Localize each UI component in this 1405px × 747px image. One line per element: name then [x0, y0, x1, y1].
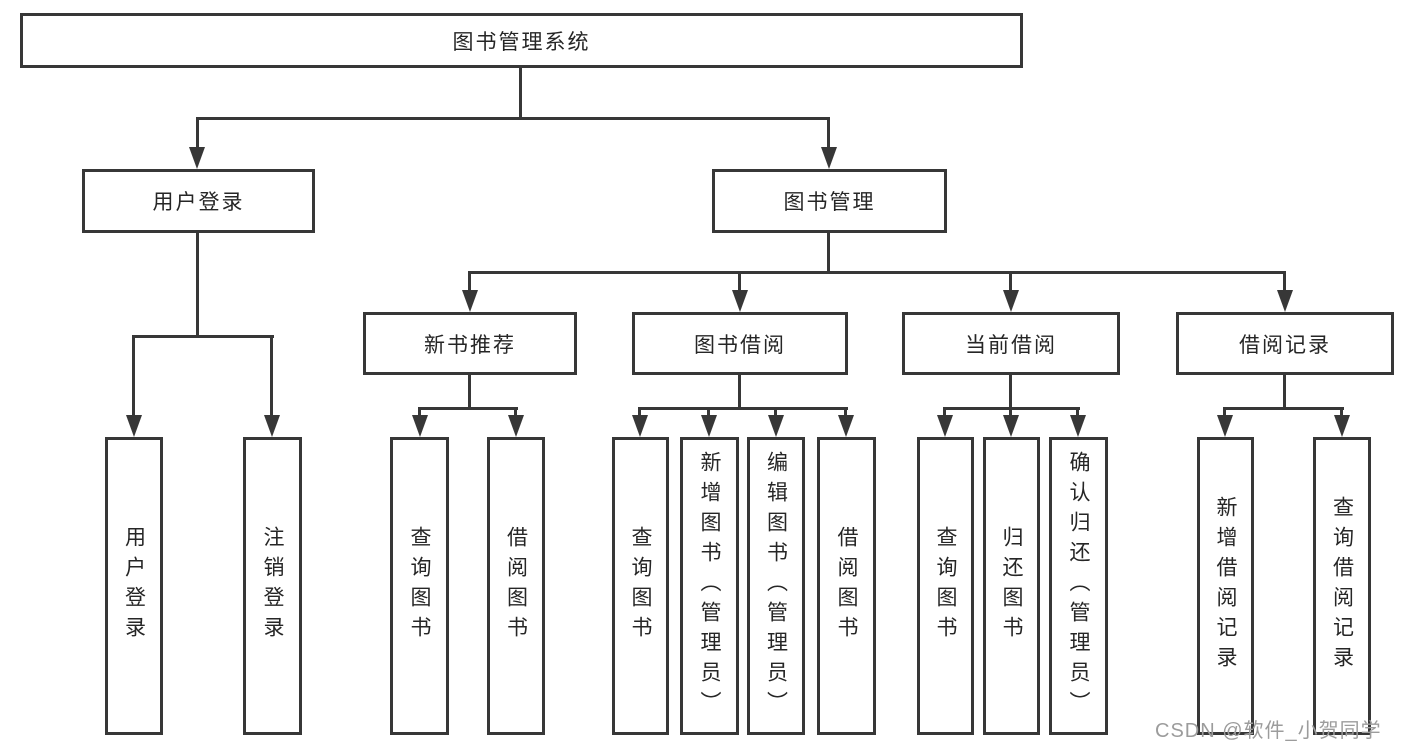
connector-line — [943, 407, 946, 415]
leaf-add-book-admin: 新增图书（管理员） — [680, 437, 739, 735]
leaf-query-book-recommend-label: 查询图书 — [408, 526, 431, 646]
leaf-query-borrow-record: 查询借阅记录 — [1313, 437, 1371, 735]
connector-line — [774, 407, 777, 415]
arrow-down-icon — [1003, 290, 1019, 312]
connector-line — [514, 407, 517, 415]
leaf-edit-book-admin: 编辑图书（管理员） — [747, 437, 805, 735]
leaf-query-book-current: 查询图书 — [917, 437, 974, 735]
node-current-borrow: 当前借阅 — [902, 312, 1120, 375]
leaf-add-borrow-record: 新增借阅记录 — [1197, 437, 1254, 735]
arrow-down-icon — [1070, 415, 1086, 437]
connector-line — [1009, 375, 1012, 409]
connector-line — [196, 117, 830, 120]
leaf-confirm-return-admin: 确认归还（管理员） — [1049, 437, 1108, 735]
leaf-return-book-label: 归还图书 — [1000, 526, 1023, 646]
node-book-management-label: 图书管理 — [783, 191, 876, 214]
arrow-down-icon — [412, 415, 428, 437]
connector-line — [468, 271, 471, 290]
node-book-borrow: 图书借阅 — [632, 312, 848, 375]
connector-line — [1283, 271, 1286, 290]
leaf-edit-book-admin-label: 编辑图书（管理员） — [764, 451, 788, 721]
connector-line — [270, 335, 273, 415]
arrow-down-icon — [838, 415, 854, 437]
arrow-down-icon — [821, 147, 837, 169]
connector-line — [1223, 407, 1344, 410]
node-user-login-label: 用户登录 — [152, 191, 245, 214]
arrow-down-icon — [508, 415, 524, 437]
connector-line — [132, 335, 274, 338]
node-book-management: 图书管理 — [712, 169, 947, 233]
leaf-return-book: 归还图书 — [983, 437, 1040, 735]
connector-line — [638, 407, 848, 410]
arrow-down-icon — [189, 147, 205, 169]
leaf-query-book-current-label: 查询图书 — [934, 526, 957, 646]
leaf-query-book-borrow: 查询图书 — [612, 437, 669, 735]
leaf-confirm-return-admin-label: 确认归还（管理员） — [1067, 451, 1090, 721]
leaf-add-book-admin-label: 新增图书（管理员） — [698, 451, 721, 721]
connector-line — [1009, 271, 1012, 290]
node-root: 图书管理系统 — [20, 13, 1023, 68]
connector-line — [132, 335, 135, 415]
connector-line — [1009, 407, 1012, 415]
connector-line — [418, 407, 421, 415]
connector-line — [196, 117, 199, 147]
connector-line — [1223, 407, 1226, 415]
arrow-down-icon — [462, 290, 478, 312]
connector-line — [468, 375, 471, 409]
node-borrow-record-label: 借阅记录 — [1239, 333, 1331, 357]
connector-line — [519, 68, 522, 118]
leaf-query-book-borrow-label: 查询图书 — [629, 526, 652, 646]
arrow-down-icon — [126, 415, 142, 437]
arrow-down-icon — [1217, 415, 1233, 437]
leaf-add-borrow-record-label: 新增借阅记录 — [1214, 496, 1237, 676]
leaf-borrow-book-recommend-label: 借阅图书 — [504, 526, 528, 646]
leaf-user-login-label: 用户登录 — [122, 526, 146, 646]
leaf-borrow-book-label: 借阅图书 — [835, 526, 858, 646]
connector-line — [418, 407, 518, 410]
node-new-book-recommend: 新书推荐 — [363, 312, 577, 375]
leaf-logout: 注销登录 — [243, 437, 302, 735]
connector-line — [468, 271, 1286, 274]
connector-line — [707, 407, 710, 415]
node-user-login: 用户登录 — [82, 169, 315, 233]
connector-line — [1076, 407, 1079, 415]
arrow-down-icon — [732, 290, 748, 312]
arrow-down-icon — [1334, 415, 1350, 437]
connector-line — [1283, 375, 1286, 409]
csdn-watermark: CSDN @软件_小贺同学 — [1155, 720, 1382, 742]
connector-line — [827, 117, 830, 147]
leaf-borrow-book-recommend: 借阅图书 — [487, 437, 545, 735]
connector-line — [738, 271, 741, 290]
node-root-label: 图书管理系统 — [452, 30, 591, 54]
connector-line — [196, 233, 199, 336]
leaf-borrow-book: 借阅图书 — [817, 437, 876, 735]
connector-line — [827, 233, 830, 273]
arrow-down-icon — [264, 415, 280, 437]
connector-line — [844, 407, 847, 415]
connector-line — [738, 375, 741, 409]
node-borrow-record: 借阅记录 — [1176, 312, 1394, 375]
leaf-user-login: 用户登录 — [105, 437, 163, 735]
arrow-down-icon — [1277, 290, 1293, 312]
arrow-down-icon — [937, 415, 953, 437]
node-current-borrow-label: 当前借阅 — [965, 333, 1057, 357]
arrow-down-icon — [632, 415, 648, 437]
node-book-borrow-label: 图书借阅 — [694, 333, 786, 357]
node-new-book-recommend-label: 新书推荐 — [424, 333, 516, 357]
connector-line — [638, 407, 641, 415]
leaf-query-borrow-record-label: 查询借阅记录 — [1330, 496, 1354, 676]
arrow-down-icon — [1003, 415, 1019, 437]
arrow-down-icon — [701, 415, 717, 437]
leaf-logout-label: 注销登录 — [261, 526, 284, 646]
leaf-query-book-recommend: 查询图书 — [390, 437, 449, 735]
arrow-down-icon — [768, 415, 784, 437]
connector-line — [1340, 407, 1343, 415]
